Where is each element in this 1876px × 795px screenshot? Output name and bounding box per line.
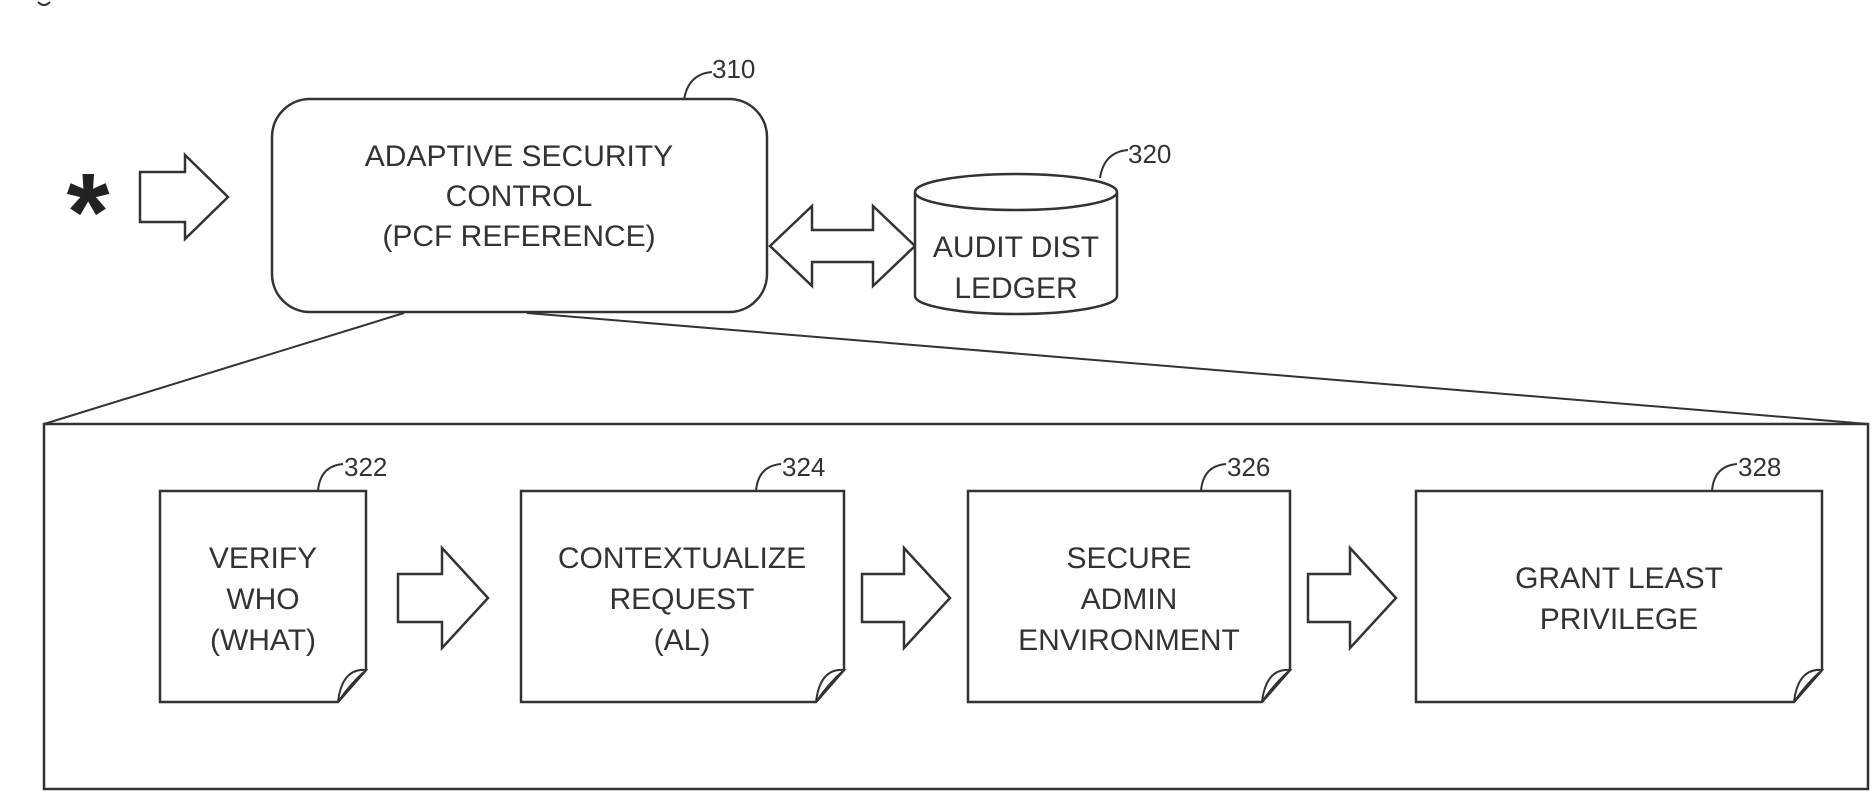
step-3-line-3: ENVIRONMENT xyxy=(1018,624,1240,657)
ledger-ref-leader xyxy=(1100,150,1128,178)
ledger-ref-number: 320 xyxy=(1128,139,1171,169)
step-3-ref-number: 326 xyxy=(1227,452,1270,482)
control-line-2: CONTROL xyxy=(446,180,593,213)
step-2-line-3: (AL) xyxy=(654,624,711,657)
control-ref-number: 310 xyxy=(712,54,755,84)
step-1-ref-number: 322 xyxy=(344,452,387,482)
flow-arrow-3 xyxy=(1308,548,1396,648)
flow-arrow-1 xyxy=(398,548,488,648)
step-secure-admin-environment: SECURE ADMIN ENVIRONMENT 326 xyxy=(968,452,1290,702)
control-line-1: ADAPTIVE SECURITY xyxy=(365,140,673,173)
asterisk-marker: * xyxy=(67,151,110,274)
step-2-line-1: CONTEXTUALIZE xyxy=(558,542,806,575)
step-3-line-1: SECURE xyxy=(1066,542,1191,575)
corner-mark xyxy=(38,2,50,5)
control-ref-leader xyxy=(684,72,712,100)
bidirectional-arrow xyxy=(770,206,915,286)
ledger-line-2: LEDGER xyxy=(954,272,1077,305)
step-4-ref-number: 328 xyxy=(1738,452,1781,482)
step-3-ref-leader xyxy=(1201,464,1226,491)
step-1-line-1: VERIFY xyxy=(209,542,317,575)
flow-arrow-2 xyxy=(862,548,950,648)
step-4-card xyxy=(1416,491,1822,702)
step-4-line-1: GRANT LEAST xyxy=(1515,562,1723,595)
input-arrow xyxy=(140,155,228,239)
step-2-line-2: REQUEST xyxy=(609,583,754,616)
step-contextualize-request: CONTEXTUALIZE REQUEST (AL) 324 xyxy=(521,452,844,702)
step-1-line-2: WHO xyxy=(226,583,299,616)
ledger-cylinder-top xyxy=(915,174,1117,210)
control-line-3: (PCF REFERENCE) xyxy=(382,220,655,253)
step-verify-who: VERIFY WHO (WHAT) 322 xyxy=(160,452,387,702)
step-1-ref-leader xyxy=(318,464,343,491)
adaptive-security-control: ADAPTIVE SECURITY CONTROL (PCF REFERENCE… xyxy=(272,54,767,312)
ledger-line-1: AUDIT DIST xyxy=(933,231,1099,264)
audit-ledger: AUDIT DIST LEDGER 320 xyxy=(915,139,1171,314)
step-grant-least-privilege: GRANT LEAST PRIVILEGE 328 xyxy=(1416,452,1822,702)
expansion-line-left xyxy=(44,313,404,424)
step-4-ref-leader xyxy=(1712,464,1737,491)
step-1-line-3: (WHAT) xyxy=(210,624,316,657)
step-3-line-2: ADMIN xyxy=(1081,583,1178,616)
step-2-ref-leader xyxy=(756,464,781,491)
step-4-line-2: PRIVILEGE xyxy=(1540,603,1698,636)
step-2-ref-number: 324 xyxy=(782,452,825,482)
expansion-line-right xyxy=(527,313,1868,424)
